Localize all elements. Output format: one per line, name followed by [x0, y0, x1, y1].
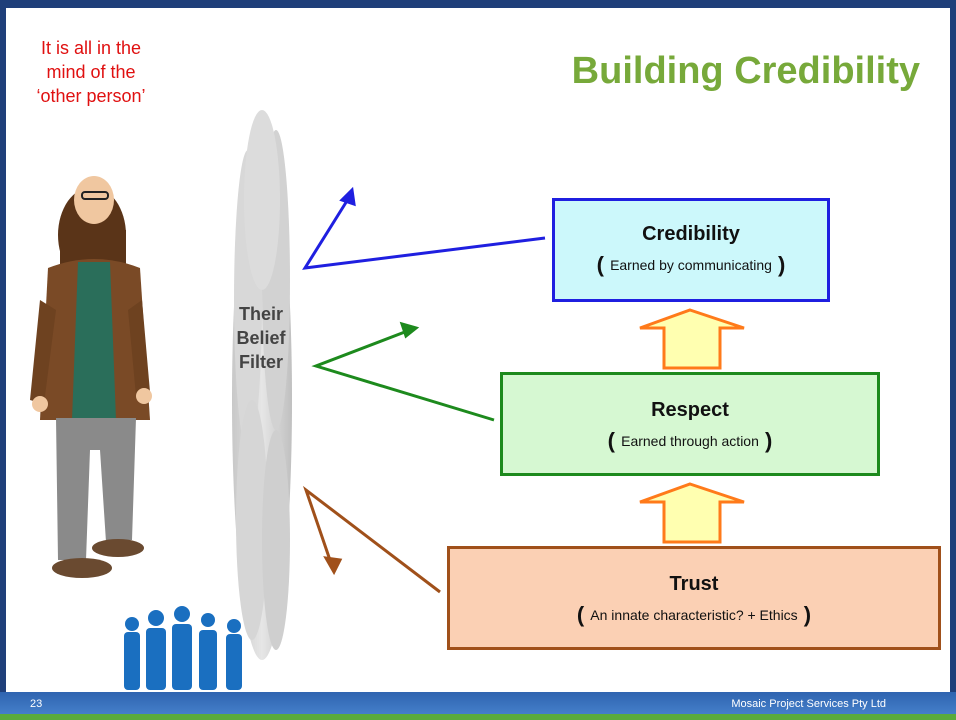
respect-reflection-arrow — [311, 321, 495, 422]
top-bar — [0, 0, 956, 8]
respect-title: Respect — [651, 399, 729, 421]
trust-subtitle: An innate characteristic? + Ethics — [590, 607, 798, 623]
person-illustration — [30, 176, 152, 578]
credibility-box: Credibility ( Earned by communicating ) — [552, 198, 830, 302]
filter-line-3: Filter — [238, 352, 283, 372]
trust-reflection-arrow — [302, 485, 441, 594]
page-number: 23 — [30, 698, 43, 710]
credibility-subtitle: Earned by communicating — [610, 257, 772, 273]
team-silhouette-icon — [124, 606, 242, 690]
filter-line-2: Belief — [236, 328, 286, 348]
footer-accent — [0, 714, 956, 720]
credibility-title: Credibility — [642, 223, 740, 245]
trust-box: Trust ( An innate characteristic? + Ethi… — [447, 546, 941, 650]
belief-filter-label: Their Belief Filter — [226, 302, 296, 374]
trust-title: Trust — [669, 573, 719, 595]
note-line-2: mind of the — [46, 62, 136, 82]
respect-subtitle: Earned through action — [621, 433, 759, 449]
note-line-1: It is all in the — [40, 38, 142, 58]
up-arrow-icon — [639, 308, 745, 370]
credibility-reflection-arrow — [302, 186, 546, 270]
note-line-3: ‘other person’ — [36, 86, 146, 106]
belief-filter-cloud — [232, 110, 292, 660]
up-arrow-icon — [639, 482, 745, 544]
company-name: Mosaic Project Services Pty Ltd — [731, 698, 886, 710]
filter-line-1: Their — [238, 304, 283, 324]
respect-subtitle-line: ( Earned through action ) — [607, 428, 773, 453]
credibility-subtitle-line: ( Earned by communicating ) — [596, 252, 786, 277]
slide-title: Building Credibility — [571, 50, 920, 92]
note-text: It is all in the mind of the ‘other pers… — [6, 36, 176, 108]
respect-box: Respect ( Earned through action ) — [500, 372, 880, 476]
trust-subtitle-line: ( An innate characteristic? + Ethics ) — [576, 602, 812, 627]
